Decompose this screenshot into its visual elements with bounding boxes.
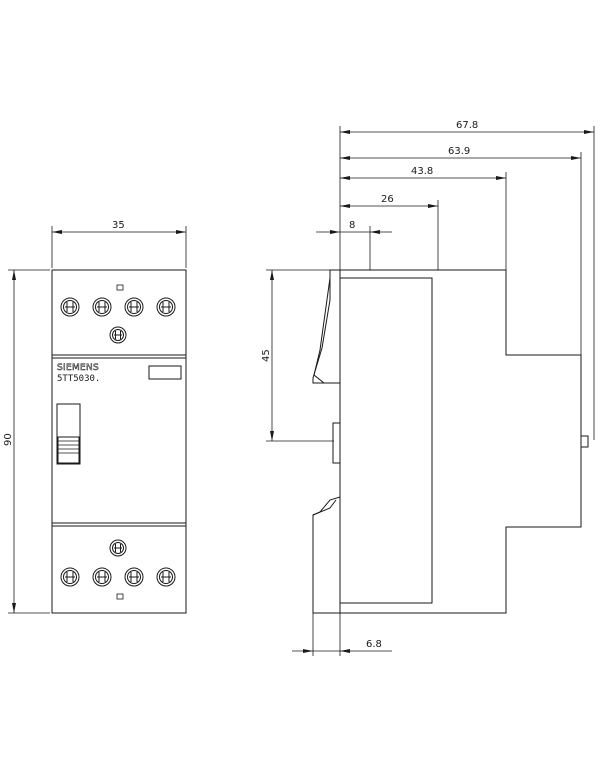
side-body-outline bbox=[312, 269, 582, 614]
terminal-screw-icon bbox=[109, 326, 127, 344]
side-rail-stub bbox=[580, 435, 589, 448]
terminal-screw-icon bbox=[92, 567, 112, 587]
side-clip-top bbox=[313, 277, 331, 384]
front-view: SIEMENS 5TT5030. bbox=[3, 220, 187, 614]
side-view: 67.8 63.9 43.8 26 8 bbox=[261, 120, 595, 656]
dimension-depth-63-9: 63.9 bbox=[340, 146, 582, 355]
dim-label-45: 45 bbox=[261, 349, 272, 362]
side-inner-housing bbox=[339, 277, 433, 604]
switch-lever bbox=[56, 403, 81, 465]
dim-label-43-8: 43.8 bbox=[411, 166, 433, 177]
side-lever bbox=[332, 422, 341, 464]
label-window bbox=[148, 365, 182, 380]
terminal-screw-icon bbox=[60, 567, 80, 587]
model-label: 5TT5030. bbox=[57, 374, 100, 384]
dimension-offset-8: 8 bbox=[316, 220, 392, 270]
dimension-width: 35 bbox=[51, 220, 187, 268]
dimension-depth-26: 26 bbox=[340, 194, 439, 270]
side-clip-bottom bbox=[312, 499, 337, 516]
terminal-marker-bottom bbox=[116, 593, 124, 600]
dimension-depth-43-8: 43.8 bbox=[340, 166, 507, 270]
dim-label-height: 90 bbox=[3, 433, 14, 446]
terminal-marker-top bbox=[116, 284, 124, 291]
dimension-rail-offset: 6.8 bbox=[292, 613, 392, 656]
terminal-screw-icon bbox=[156, 567, 176, 587]
terminal-screw-icon bbox=[124, 297, 144, 317]
front-body-outline bbox=[51, 269, 187, 614]
dim-label-width: 35 bbox=[112, 220, 125, 231]
dimension-depth-67-8: 67.8 bbox=[339, 120, 595, 440]
terminal-screw-icon bbox=[109, 539, 127, 557]
terminal-screw-icon bbox=[124, 567, 144, 587]
dim-label-63-9: 63.9 bbox=[448, 146, 470, 157]
dim-label-67-8: 67.8 bbox=[456, 120, 478, 131]
brand-label: SIEMENS bbox=[57, 363, 99, 373]
dim-label-8: 8 bbox=[349, 220, 355, 231]
dim-label-6-8: 6.8 bbox=[366, 639, 382, 650]
dim-label-26: 26 bbox=[381, 194, 394, 205]
terminal-screw-icon bbox=[156, 297, 176, 317]
dimension-height: 90 bbox=[3, 269, 50, 614]
terminal-screw-icon bbox=[92, 297, 112, 317]
terminal-screw-icon bbox=[60, 297, 80, 317]
dimension-half-height: 45 bbox=[261, 269, 340, 442]
